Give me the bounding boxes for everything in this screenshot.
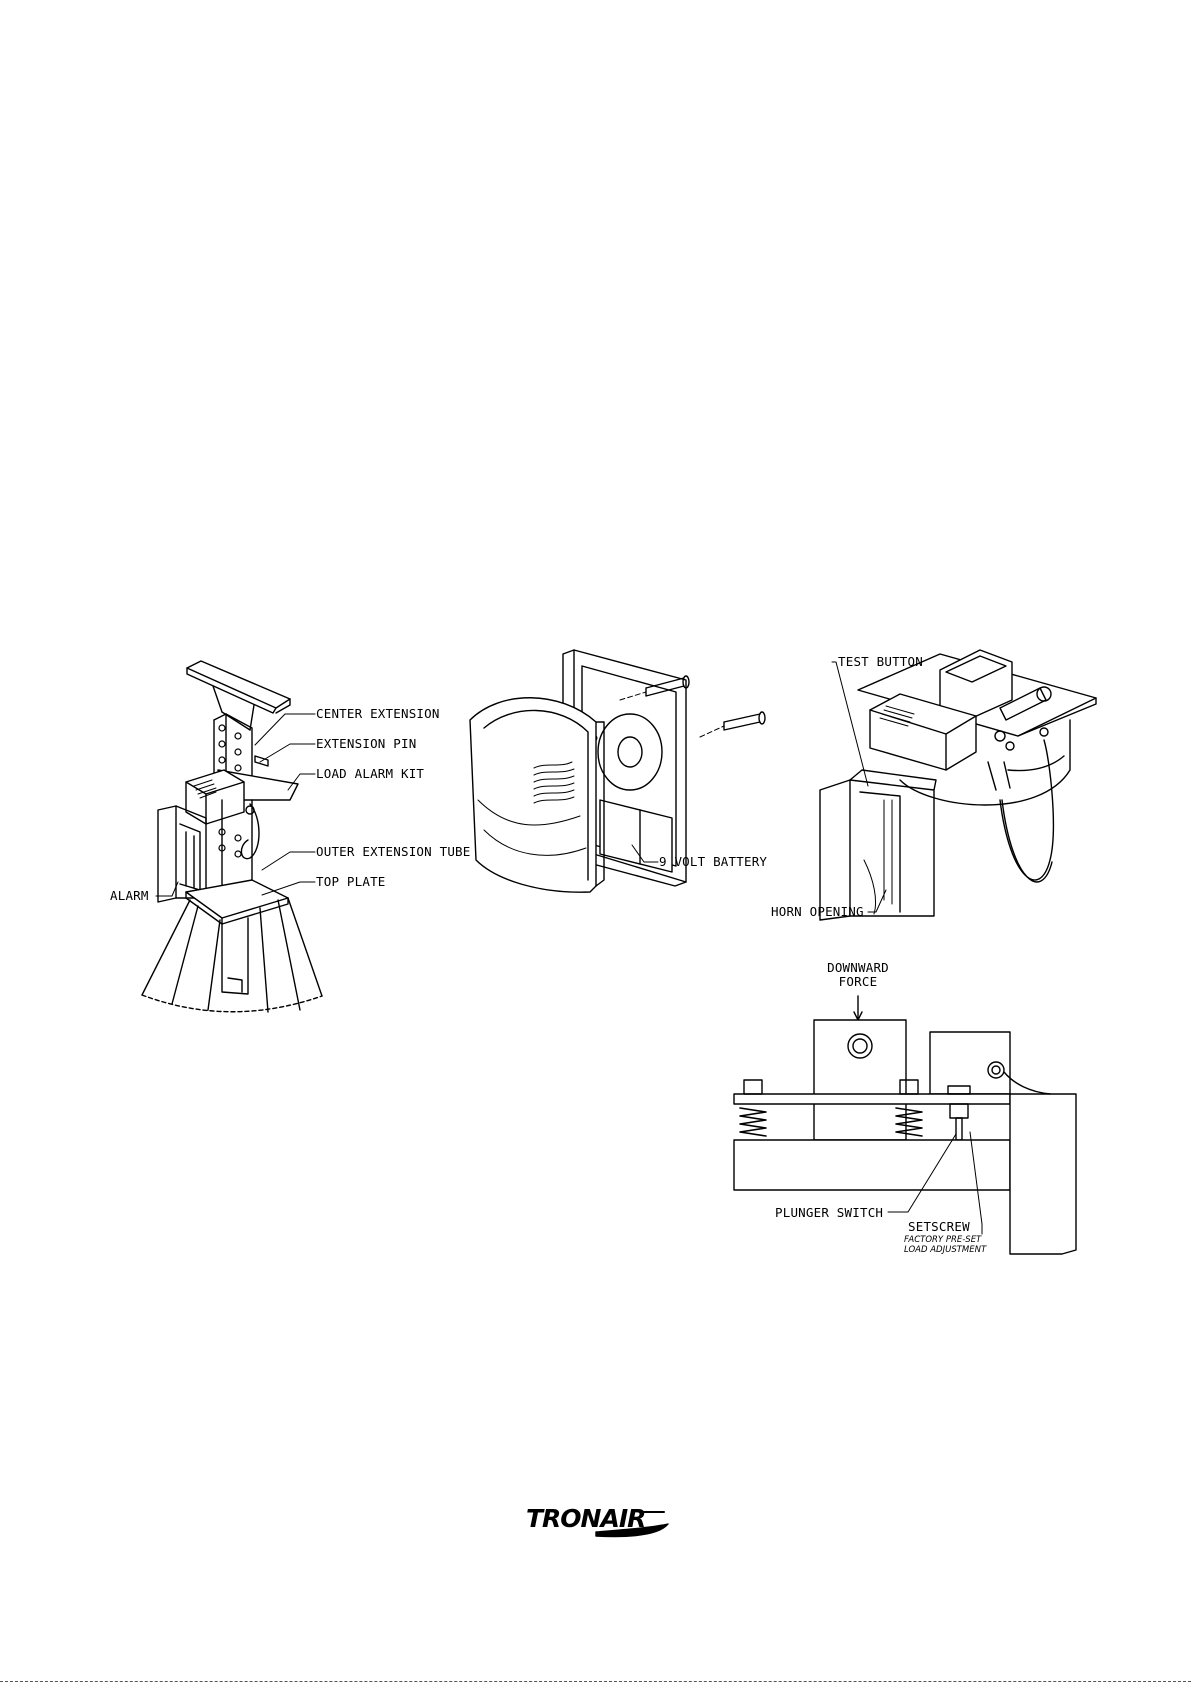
label-force: FORCE	[808, 976, 908, 989]
label-horn-opening: HORN OPENING	[771, 906, 864, 919]
label-setscrew: SETSCREW	[908, 1221, 970, 1234]
label-test-button: TEST BUTTON	[838, 656, 923, 669]
label-center-extension: CENTER EXTENSION	[316, 708, 440, 721]
label-downward: DOWNWARD	[808, 962, 908, 975]
tronair-logo: TRONAIR	[526, 1506, 645, 1531]
label-top-plate: TOP PLATE	[316, 876, 386, 889]
label-extension-pin: EXTENSION PIN	[316, 738, 416, 751]
note-load-adjustment: LOAD ADJUSTMENT	[904, 1246, 986, 1256]
label-plunger-switch: PLUNGER SWITCH	[775, 1207, 883, 1220]
label-outer-extension-tube: OUTER EXTENSION TUBE	[316, 846, 471, 859]
label-alarm: ALARM	[110, 890, 149, 903]
label-9-volt-battery: 9 VOLT BATTERY	[659, 856, 767, 869]
mounted-alarm-illustration	[820, 650, 1096, 920]
page-bottom-border	[0, 1681, 1191, 1682]
label-load-alarm-kit: LOAD ALARM KIT	[316, 768, 424, 781]
